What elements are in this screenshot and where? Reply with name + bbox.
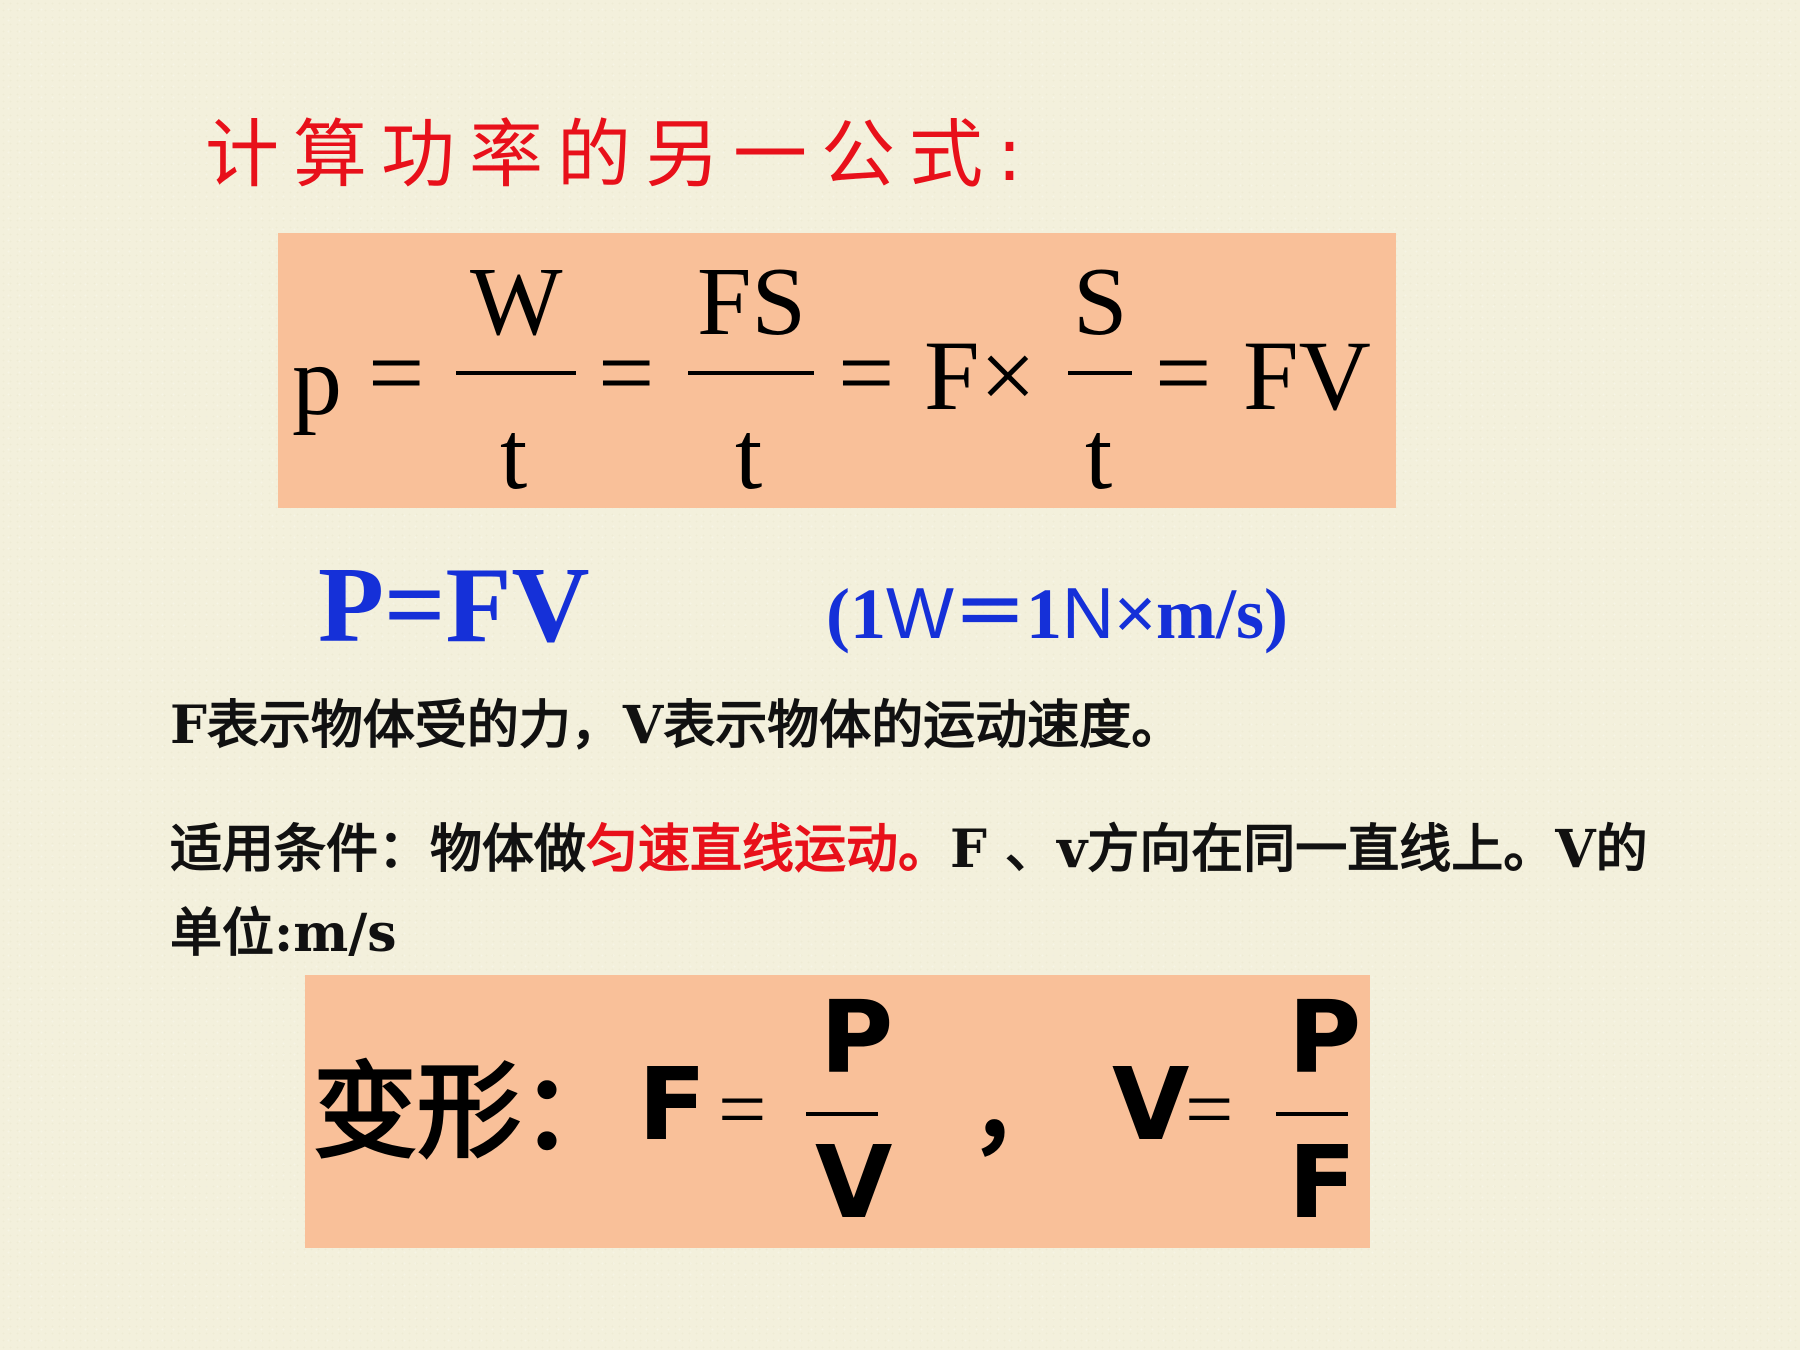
transform-label: 变形： [313,1051,626,1173]
transform-bar-1 [806,1112,878,1116]
unit-open: (1 [826,574,886,654]
condition-highlight: 匀速直线运动。 [586,819,951,880]
description-text: F表示物体受的力，V表示物体的运动速度。 [170,695,1184,756]
formula-p: p [292,325,342,436]
frac3-bar [1068,371,1132,375]
frac2-bar [688,371,814,375]
transform-num-1: P [820,979,894,1096]
formula-box-power [278,233,1396,508]
unit-n: N [1061,574,1114,654]
main-formula: P=FV [318,546,590,665]
frac3-numerator: S [1073,248,1128,356]
unit-eq: ＝1 [953,574,1062,654]
formula-fv: FV [1243,320,1371,431]
transform-v: V [1112,1046,1190,1163]
condition-suffix: F 、v方向在同一直线上。V的单位:m/s [170,819,1648,964]
formula-eq-1: = [368,317,425,428]
unit-times: × [1113,574,1157,654]
formula-box-transform [305,975,1370,1248]
transform-f: F [638,1046,707,1163]
formula-f-times: F× [924,320,1037,431]
condition-prefix: 适用条件：物体做 [170,819,587,880]
unit-rest: m/s) [1156,574,1288,654]
transform-eq-1: = [718,1061,767,1157]
frac1-bar [456,371,576,375]
transform-den-1: V [815,1124,893,1241]
slide-title: 计算功率的另一公式: [205,112,1036,198]
condition-text: 适用条件：物体做匀速直线运动。F 、v方向在同一直线上。V的单位:m/s [170,808,1670,976]
frac2-denominator: t [735,402,763,510]
transform-eq-2: = [1185,1061,1234,1157]
transform-den-2: F [1288,1124,1357,1241]
unit-relation: (1W＝1N×m/s) [826,578,1288,650]
frac2-numerator: FS [697,248,807,356]
frac1-denominator: t [500,402,528,510]
formula-eq-3: = [838,317,895,428]
transform-bar-2 [1276,1112,1348,1116]
formula-eq-2: = [598,317,655,428]
formula-eq-4: = [1155,317,1212,428]
frac1-numerator: W [470,248,563,356]
transform-separator: ， [970,1051,1070,1168]
unit-w: W [885,574,954,654]
frac3-denominator: t [1085,402,1113,510]
transform-num-2: P [1288,979,1362,1096]
